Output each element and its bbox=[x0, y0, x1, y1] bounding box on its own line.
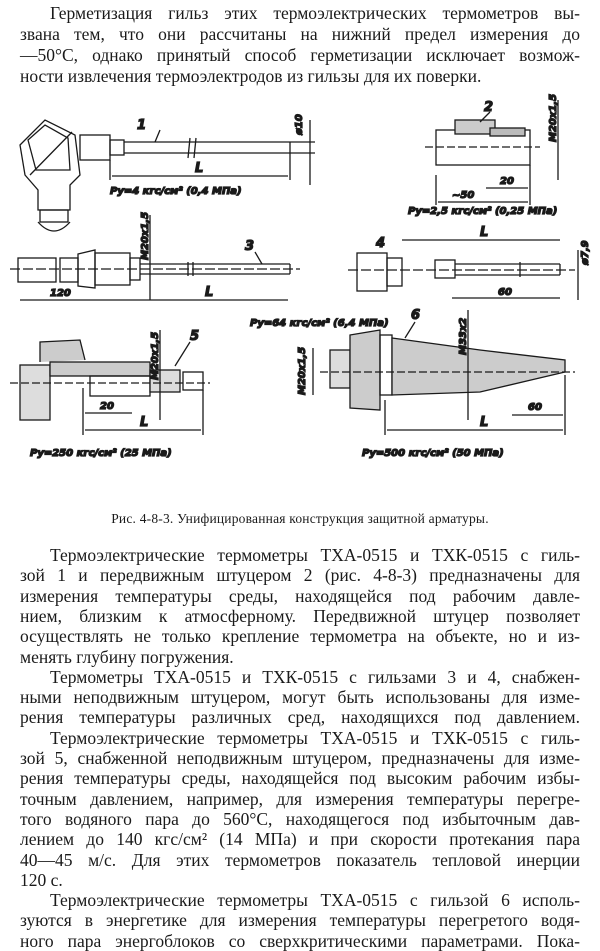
dim-m20-part3: M20x1,5 bbox=[140, 212, 151, 260]
part-label-6: 6 bbox=[411, 308, 420, 323]
pressure-label-4: Pу=250 кгс/см² (25 МПа) bbox=[30, 448, 172, 459]
text-line: нием, близким к атмосферному. Передвижно… bbox=[20, 605, 580, 626]
pressure-label-3: Pу=64 кгс/см² (6,4 МПа) bbox=[250, 318, 389, 329]
pressure-label-5: Pу=500 кгс/см² (50 МПа) bbox=[362, 448, 504, 459]
text-line: точным давлением, например, для измерени… bbox=[20, 788, 580, 809]
text-line: Термоэлектрические термометры ТХА-0515 и… bbox=[50, 727, 580, 748]
text-line: 40—45 м/с. Для этих термометров показате… bbox=[20, 849, 580, 870]
dim-L-part1: L bbox=[195, 161, 203, 176]
pressure-label-2: Pу=2,5 кгс/см² (0,25 МПа) bbox=[408, 206, 557, 217]
text-line: лением до 140 кгс/см² (14 МПа) и при ско… bbox=[20, 829, 580, 850]
drawing-part-1 bbox=[19, 119, 315, 232]
text-line: зой 1 и передвижным штуцером 2 (рис. 4-8… bbox=[20, 565, 580, 586]
text-line: измерения температуры среды, находящейся… bbox=[20, 585, 580, 606]
dim-d79: ø7,9 bbox=[580, 240, 591, 266]
text-line: менять глубину погружения. bbox=[20, 646, 234, 667]
text-line: ного пара энергоблоков со сверхкритическ… bbox=[20, 930, 580, 951]
drawing-part-6 bbox=[312, 310, 575, 435]
drawing-part-2 bbox=[425, 100, 559, 205]
dim-60-part4: 60 bbox=[498, 287, 512, 298]
drawing-part-3 bbox=[10, 215, 300, 301]
drawing-part-4 bbox=[348, 239, 579, 300]
dim-L-part5: L bbox=[140, 415, 148, 430]
text-line: рения температуры среды, находящейся под… bbox=[20, 768, 580, 789]
dim-L-part6: L bbox=[480, 415, 488, 430]
text-line: ности извлечения термоэлектродов из гиль… bbox=[20, 66, 482, 86]
part-label-4: 4 bbox=[375, 236, 385, 251]
text-line: Герметизация гильз этих термоэлектрическ… bbox=[50, 3, 580, 23]
text-line: осуществлять не только крепление термоме… bbox=[20, 626, 580, 647]
text-line: ными неподвижным штуцером, могут быть ис… bbox=[20, 687, 580, 708]
text-line: зуются в энергетике для измерения темпер… bbox=[20, 910, 580, 931]
dim-m20-part2: M20x1,5 bbox=[548, 94, 559, 142]
text-line: Термоэлектрические термометры ТХА-0515 с… bbox=[50, 890, 580, 911]
dim-d10: ø10 bbox=[294, 114, 305, 136]
dim-m20-part6: M20x1,5 bbox=[297, 347, 308, 395]
part-label-3: 3 bbox=[245, 239, 254, 254]
dim-m33: M33x2 bbox=[458, 318, 469, 355]
dim-20-part2: 20 bbox=[500, 176, 514, 187]
drawing-part-5 bbox=[10, 330, 210, 435]
text-line: Термометры ТХА-0515 и ТХК-0515 с гильзам… bbox=[50, 666, 580, 687]
figure-protective-fittings: 1 2 3 4 5 6 ø10 M20x1,5 M20x1,5 ø7,9 M20… bbox=[10, 93, 592, 460]
text-line: звана тем, что они рассчитаны на нижний … bbox=[20, 24, 580, 44]
dim-20-part5: 20 bbox=[100, 401, 114, 412]
text-line: —50°С, однако принятый способ герметизац… bbox=[20, 45, 580, 65]
text-line: рения температуры различных сред, находя… bbox=[20, 707, 580, 728]
dim-L-part3: L bbox=[205, 285, 213, 300]
text-line: 120 с. bbox=[20, 869, 63, 890]
text-line: Термоэлектрические термометры ТХА-0515 и… bbox=[50, 545, 580, 565]
part-label-2: 2 bbox=[484, 100, 493, 115]
text-line: того водяного пара до 560°С, находящегос… bbox=[20, 808, 580, 829]
dim-L-part4: L bbox=[480, 225, 488, 240]
pressure-label-1: Pу=4 кгс/см² (0,4 МПа) bbox=[110, 186, 242, 197]
dim-120: 120 bbox=[50, 288, 71, 299]
dim-60-part6: 60 bbox=[528, 402, 542, 413]
part-label-5: 5 bbox=[190, 329, 199, 344]
figure-caption: Рис. 4-8-3. Унифицированная конструкция … bbox=[111, 511, 489, 526]
dim-approx50: ~50 bbox=[452, 190, 474, 201]
dim-m20-part5: M20x1,5 bbox=[150, 332, 161, 380]
part-label-1: 1 bbox=[137, 118, 146, 133]
text-line: зой 5, снабженной неподвижным штуцером, … bbox=[20, 748, 580, 768]
